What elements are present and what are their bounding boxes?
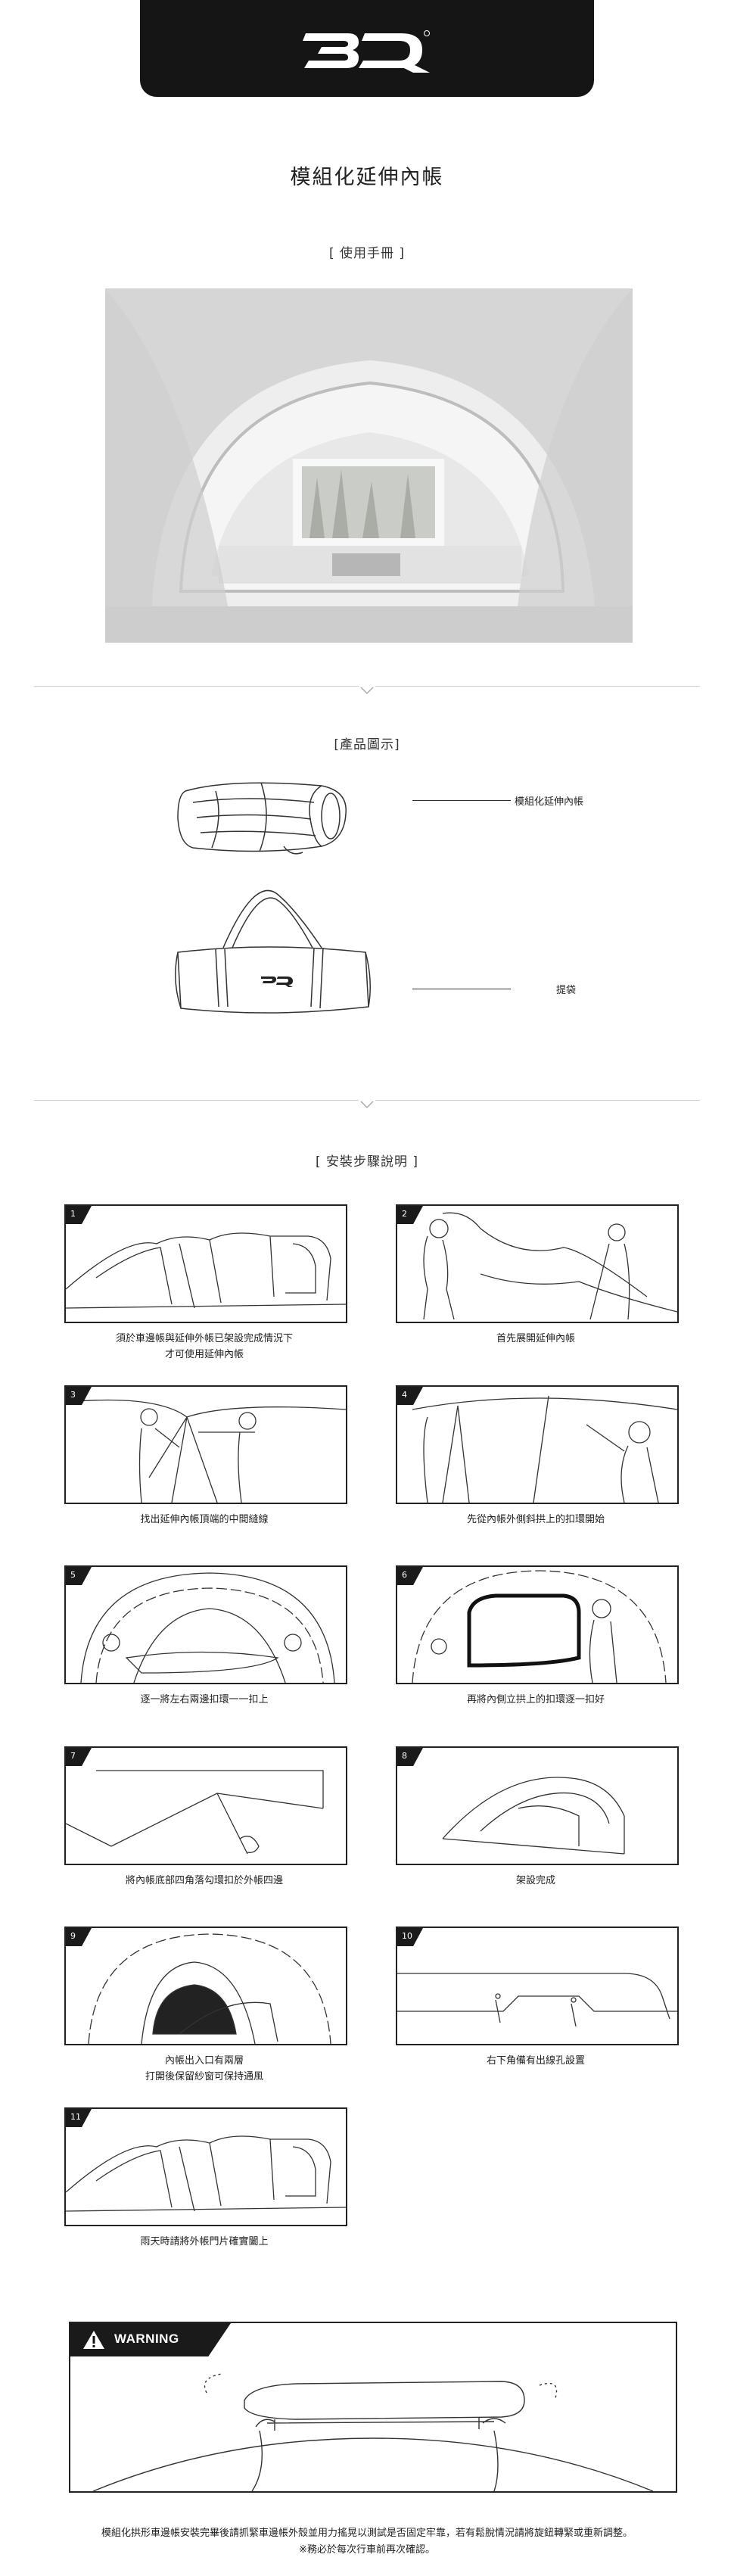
chevron-down-icon	[359, 686, 375, 695]
step-caption: 架設完成	[515, 1875, 555, 1886]
step-panel: 1	[64, 1204, 347, 1323]
step-panel: 8	[396, 1746, 679, 1865]
step-caption: 雨天時請將外帳門片確實闔上	[140, 2236, 269, 2247]
step-panel: 5	[64, 1565, 347, 1684]
step-caption: 先從內帳外側斜拱上的扣環開始	[466, 1514, 605, 1525]
chevron-down-icon	[359, 1100, 375, 1109]
page-title: 模組化延伸內帳	[290, 166, 444, 189]
brand-header	[140, 0, 594, 97]
step-panel: 9	[64, 1927, 347, 2045]
brand-logo	[303, 30, 430, 73]
manual-heading: [ 使用手冊 ]	[328, 246, 406, 261]
warning-icon	[83, 2331, 104, 2349]
rolled-tent-illustration	[177, 782, 347, 855]
warning-label: WARNING	[114, 2331, 179, 2346]
part-label-tent: 模組化延伸內帳	[515, 796, 584, 808]
part-label-bag: 提袋	[556, 985, 577, 996]
step-caption: 將內帳底部四角落勾環扣於外帳四邊	[125, 1875, 283, 1886]
step-panel: 10	[396, 1927, 679, 2045]
warning-header: WARNING	[69, 2322, 677, 2356]
step-caption: 須於車邊帳與延伸外帳已架設完成情況下才可使用延伸內帳	[115, 1333, 293, 1360]
tent-interior-photo	[105, 288, 633, 643]
step-caption: 找出延伸內帳頂端的中間縫線	[140, 1514, 269, 1525]
product-heading: [產品圖示]	[334, 737, 400, 752]
warning-banner: WARNING	[70, 2323, 231, 2356]
step-caption: 首先展開延伸內帳	[496, 1333, 575, 1344]
warning-text: 模組化拱形車邊帳安裝完畢後請抓緊車邊帳外殼並用力搖晃以測試是否固定牢靠，若有鬆脫…	[101, 2528, 633, 2556]
step-panel: 3	[64, 1385, 347, 1504]
roof-rack-illustration	[69, 2355, 677, 2493]
step-panel: 7	[64, 1746, 347, 1865]
step-panel: 2	[396, 1204, 679, 1323]
step-caption: 右下角備有出線孔設置	[486, 2055, 585, 2067]
step-caption: 內帳出入口有兩層打開後保留紗窗可保持通風	[145, 2055, 263, 2082]
part-leader-line	[412, 800, 511, 801]
step-panel: 4	[396, 1385, 679, 1504]
step-caption: 逐一將左右兩邊扣環一一扣上	[140, 1694, 269, 1705]
steps-heading: [ 安裝步驟說明 ]	[315, 1154, 419, 1170]
step-panel: 6	[396, 1565, 679, 1684]
step-panel: 11	[64, 2107, 347, 2226]
step-caption: 再將內側立拱上的扣環逐一扣好	[466, 1694, 605, 1705]
carry-bag-illustration	[175, 889, 371, 1014]
